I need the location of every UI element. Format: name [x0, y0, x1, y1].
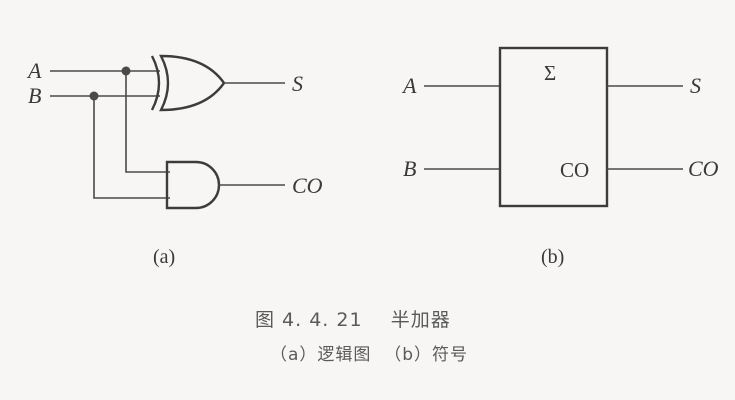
symbol-input-a-label: A — [401, 73, 417, 98]
wire-a-branch-to-and — [125, 71, 170, 173]
logic-diagram-sublabel: (a) — [153, 246, 175, 268]
output-co-label: CO — [292, 173, 323, 198]
symbol-input-b-label: B — [403, 156, 416, 181]
half-adder-symbol-box — [498, 46, 609, 208]
junction-a-dot — [121, 66, 131, 76]
xor-gate — [150, 54, 226, 112]
junction-b-dot — [89, 91, 99, 101]
symbol-diagram: A B Σ CO S CO (b) — [401, 46, 719, 268]
logic-diagram: A B S CO (a) — [26, 54, 323, 268]
and-gate — [165, 160, 221, 210]
wire-b-branch-to-and — [93, 96, 170, 199]
xor-gate-body — [159, 54, 226, 112]
figure-caption-subtitle: （a）逻辑图 （b）符号 — [270, 345, 468, 365]
symbol-output-s-label: S — [690, 73, 701, 98]
symbol-diagram-sublabel: (b) — [541, 246, 564, 268]
output-s-label: S — [292, 71, 303, 96]
input-b-label: B — [28, 83, 41, 108]
symbol-output-co-label: CO — [688, 156, 719, 181]
figure-caption-title: 图 4. 4. 21 半加器 — [255, 309, 451, 331]
co-inside-label: CO — [560, 158, 589, 182]
sum-symbol-label: Σ — [544, 61, 556, 85]
xor-gate-input-arc — [150, 55, 161, 111]
input-a-label: A — [26, 58, 42, 83]
